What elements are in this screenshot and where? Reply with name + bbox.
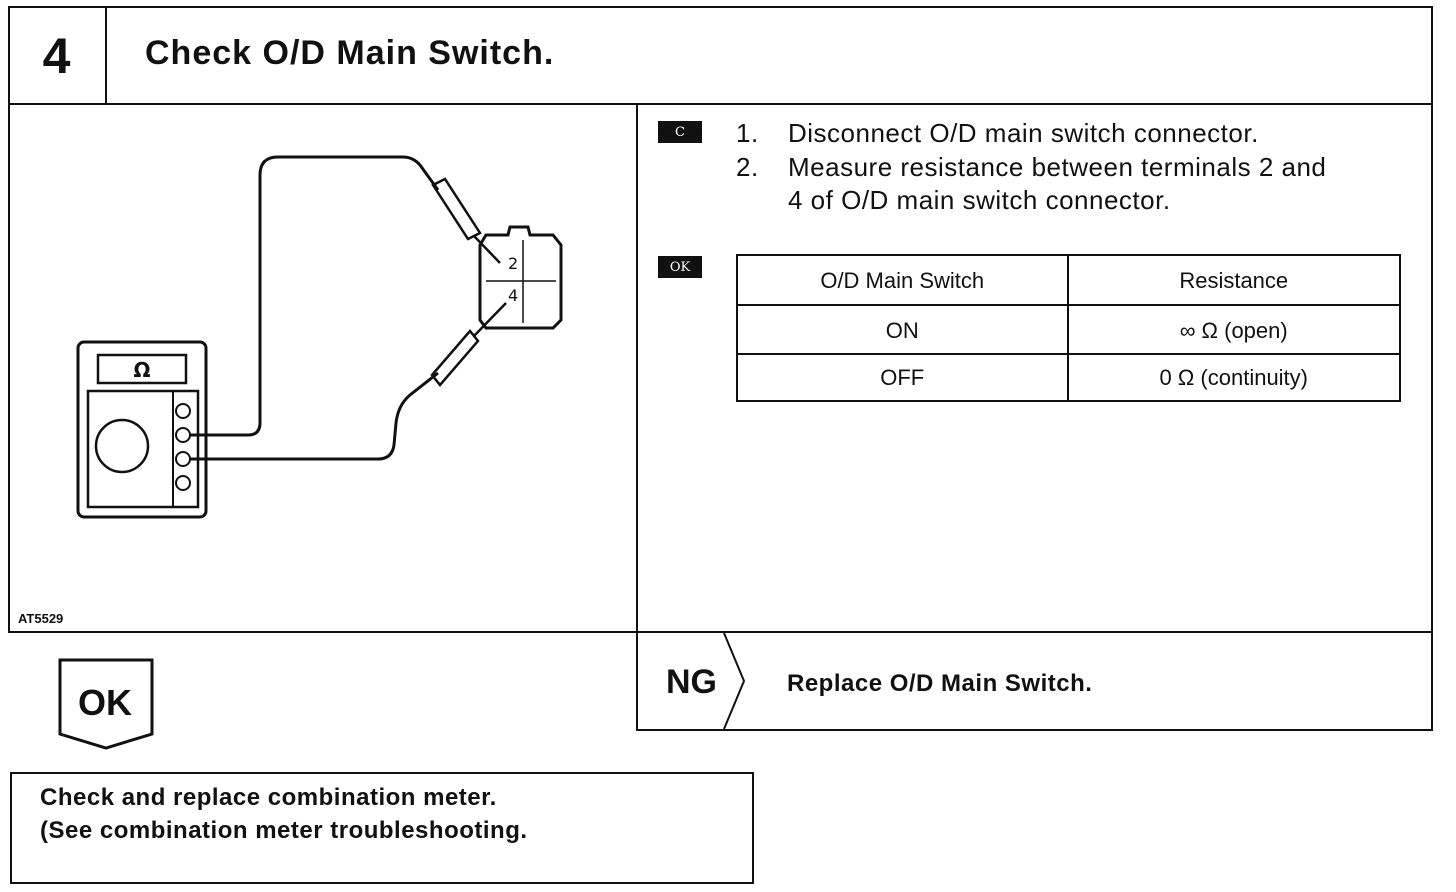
step-2-number: 2. xyxy=(736,152,759,182)
terminal-2-label: 2 xyxy=(508,254,518,273)
step-1-number: 1. xyxy=(736,118,759,148)
result-box xyxy=(10,772,754,884)
step-title: Check O/D Main Switch. xyxy=(145,34,555,72)
lower-probe-icon xyxy=(430,302,507,387)
resistance-table: O/D Main Switch Resistance ON ∞ Ω (open)… xyxy=(736,254,1401,402)
ohmmeter-icon xyxy=(76,340,208,519)
switch-connector-icon xyxy=(478,225,563,330)
table-header-row: O/D Main Switch Resistance xyxy=(738,256,1399,305)
terminal-4-label: 4 xyxy=(508,286,518,305)
upper-probe-icon xyxy=(431,177,501,264)
step-number: 4 xyxy=(8,6,107,105)
table-header-resistance: Resistance xyxy=(1179,267,1289,293)
ohm-symbol: Ω xyxy=(133,358,150,382)
step-2-text: Measure resistance between terminals 2 a… xyxy=(788,152,1327,182)
ok-label: OK xyxy=(78,682,132,723)
step-2-text-continued: 4 of O/D main switch connector. xyxy=(788,185,1171,215)
table-cell-resistance-off: 0 Ω (continuity) xyxy=(1159,364,1309,390)
ng-action-text: Replace O/D Main Switch. xyxy=(787,670,1093,697)
ng-label: NG xyxy=(666,663,717,701)
table-cell-resistance-on: ∞ Ω (open) xyxy=(1179,317,1288,343)
result-line-2: (See combination meter troubleshooting. xyxy=(40,817,528,844)
table-cell-switch-on: ON xyxy=(738,306,1069,355)
ohmmeter-connection-diagram: Ω 2 4 xyxy=(76,155,563,519)
figure-code: AT5529 xyxy=(18,611,64,626)
ok-arrow-icon xyxy=(58,658,154,750)
ng-chevron-icon xyxy=(723,633,746,729)
table-cell-switch-off: OFF xyxy=(738,355,1069,400)
table-row: ON ∞ Ω (open) xyxy=(738,306,1399,355)
upper-test-lead xyxy=(190,155,440,437)
ng-branch-box xyxy=(636,631,1433,731)
step-header xyxy=(8,6,1433,105)
badge-c: C xyxy=(658,121,702,143)
table-row: OFF 0 Ω (continuity) xyxy=(738,355,1399,400)
table-header-switch: O/D Main Switch xyxy=(738,256,1069,305)
result-line-1: Check and replace combination meter. xyxy=(40,784,497,811)
badge-ok: OK xyxy=(658,256,702,278)
column-divider xyxy=(636,103,638,731)
lower-test-lead xyxy=(190,371,439,461)
step-1-text: Disconnect O/D main switch connector. xyxy=(788,118,1259,148)
